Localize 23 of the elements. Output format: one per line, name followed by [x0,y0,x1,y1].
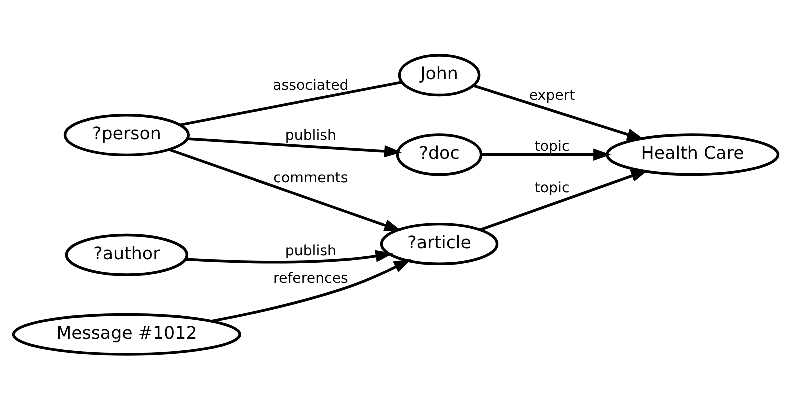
edge-label: topic [534,138,570,155]
arrow [185,250,393,264]
edge-label: topic [534,180,570,196]
node-ellipse: Message #1012 [12,313,241,356]
arrow [211,259,411,323]
node-ellipse: ?person [63,114,190,157]
arrow [186,138,402,158]
edge-label: comments [273,170,348,187]
edge-label: associated [272,78,348,94]
arrow [480,148,611,162]
arrow [168,148,402,232]
edge-label: publish [284,244,336,260]
node-ellipse: ?doc [396,134,482,176]
node-ellipse: ?article [380,222,498,266]
edge-label: publish [284,128,336,144]
arrow [473,84,644,141]
connector [180,81,402,127]
node-ellipse: Health Care [605,134,780,176]
node-ellipse: ?author [64,234,188,276]
edge-label: expert [528,88,575,104]
node-ellipse: John [398,54,480,97]
edge-label: references [273,270,348,287]
arrow [479,170,648,232]
